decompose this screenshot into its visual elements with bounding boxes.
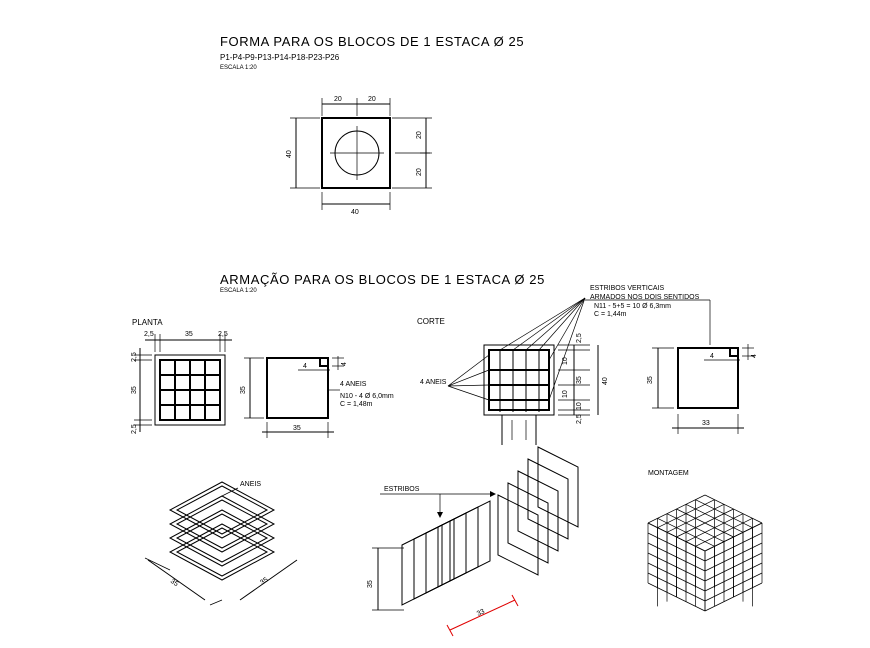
aneis-iso-view: ANEIS 35 35 [144,481,298,606]
forma-dim-top-left: 20 [334,96,342,103]
montagem-view: MONTAGEM [647,470,763,612]
stirrup [497,494,539,576]
corte-dim-2: 10 [562,357,569,365]
planta-grid-bars [160,360,220,420]
ring-layer-inner [175,513,269,563]
stirrup [413,518,455,600]
estribos-iso-front-set [401,500,491,606]
ring-layer [168,495,276,553]
estribos-note-2: ARMADOS NOS DOIS SENTIDOS [590,294,700,301]
planta-dim-top-a: 2,5 [144,331,154,338]
estribos-iso-dim-height: 35 [367,580,374,588]
montagem-cube [647,494,763,612]
armacao-title: ARMAÇÃO PARA OS BLOCOS DE 1 ESTACA Ø 25 [220,272,545,287]
forma-section: FORMA PARA OS BLOCOS DE 1 ESTACA Ø 25 P1… [220,34,524,216]
planta-dim-left-b: 35 [131,386,138,394]
corte-dim-1: 2,5 [576,333,583,343]
estribos-note: ESTRIBOS VERTICAIS ARMADOS NOS DOIS SENT… [585,285,711,345]
estribo-detail: 4 4 35 33 [647,344,758,434]
anel-dim-side: 35 [240,386,247,394]
anel-dim-bottom: 35 [293,425,301,432]
forma-title: FORMA PARA OS BLOCOS DE 1 ESTACA Ø 25 [220,34,524,49]
corte-estribos-leaders [499,297,586,401]
armacao-scale: ESCALA 1:20 [220,288,257,294]
estribo-shape [677,347,739,409]
planta-dim-left-a: 2,5 [131,352,138,362]
forma-dim-top-right: 20 [368,96,376,103]
ring-layer [168,481,276,539]
aneis-iso-label: ANEIS [240,481,261,488]
stirrup [449,500,491,582]
corte-dim-total: 40 [602,377,609,385]
corte-dim-4: 10 [562,390,569,398]
forma-dim-right-top: 20 [416,131,423,139]
estribos-note-4: C = 1,44m [594,311,627,318]
stirrup [537,446,579,528]
planta-dim-top-b: 35 [185,331,193,338]
estribo-dim-side: 35 [647,376,654,384]
stirrup [527,458,569,540]
corte-outline [483,344,555,416]
planta-dim-left-c: 2,5 [131,424,138,434]
corte-note-aneis: 4 ANEIS [420,379,447,386]
corte-dim-3: 35 [576,376,583,384]
planta-view: PLANTA 2,5 35 2,5 2,5 35 2,5 [131,318,232,434]
forma-dim-right-bottom: 20 [416,168,423,176]
ring-layer-inner [175,499,269,549]
forma-dim-bottom: 40 [351,209,359,216]
anel-shape [266,357,329,419]
corte-horizontal-bars [489,369,549,401]
montagem-label: MONTAGEM [648,470,689,477]
forma-scale: ESCALA 1:20 [220,65,257,71]
ring-layer-inner [175,485,269,535]
estribos-iso-view: ESTRIBOS 35 33 [367,446,579,637]
estribos-iso-dim-red-line [449,599,516,631]
corte-view: CORTE 4 ANEIS [417,297,609,445]
corte-dim-5: 10 [576,402,583,410]
anel-note-3: C = 1,48m [340,401,373,408]
estribo-dim-hook-side: 4 [751,354,758,358]
forma-subtitle: P1-P4-P9-P13-P14-P18-P23-P26 [220,53,340,62]
planta-dim-top-c: 2,5 [218,331,228,338]
stirrup [437,506,479,588]
stirrup [425,512,467,594]
stirrup [507,482,549,564]
armacao-section: ARMAÇÃO PARA OS BLOCOS DE 1 ESTACA Ø 25 … [220,272,545,294]
corte-label: CORTE [417,317,445,326]
anel-note-1: 4 ANEIS [340,381,367,388]
forma-dim-left: 40 [286,150,293,158]
aneis-iso-dim-right: 35 [259,576,269,586]
planta-outline [154,354,226,426]
corte-vertical-bars [499,350,540,412]
estribos-note-1: ESTRIBOS VERTICAIS [590,285,664,292]
estribo-dim-bottom: 33 [702,420,710,427]
corte-dim-6: 2,5 [576,414,583,424]
stirrup [517,470,559,552]
ring-layer [168,523,276,581]
estribo-dim-hook: 4 [710,353,714,360]
estribos-iso-label: ESTRIBOS [384,486,420,493]
stirrup [401,524,443,606]
ring-layer [168,509,276,567]
anel-dim-hook-side: 4 [341,362,348,366]
aneis-iso-rings [168,481,276,581]
ring-layer-inner [175,527,269,577]
estribos-iso-dim-bottom: 33 [476,608,486,618]
anel-dim-hook: 4 [303,363,307,370]
estribos-note-3: N11 - 5+5 = 10 Ø 6,3mm [594,303,671,310]
forma-block-outline [321,117,391,189]
estribos-iso-back-set [497,446,579,576]
planta-label: PLANTA [132,318,163,327]
anel-detail: 4 4 35 35 4 ANEIS N10 - 4 Ø 6,0mm C = 1,… [240,356,394,438]
aneis-iso-dim-left: 35 [169,578,179,588]
anel-note-2: N10 - 4 Ø 6,0mm [340,393,394,400]
